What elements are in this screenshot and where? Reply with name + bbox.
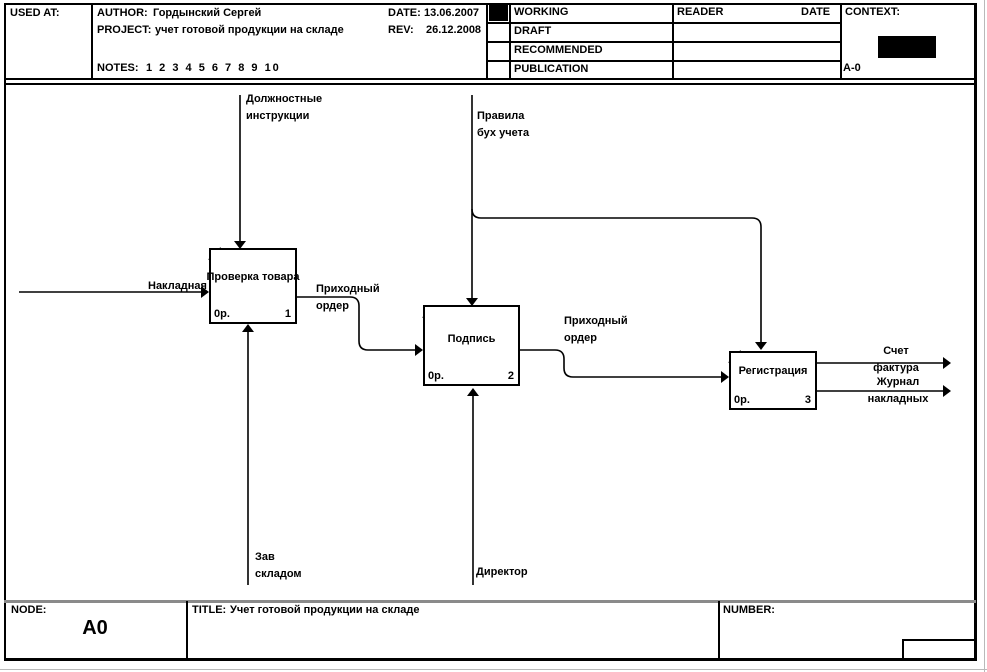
date-label: DATE: bbox=[388, 7, 421, 19]
number-stamp-box-top bbox=[902, 639, 976, 641]
activity-box-1: Проверка товара 0р. 1 bbox=[206, 248, 300, 324]
project-value: учет готовой продукции на складе bbox=[155, 24, 344, 36]
arrow-label-mechanism-director: Директор bbox=[476, 566, 528, 578]
footer-top-line bbox=[4, 600, 976, 603]
arrow-label-input-invoice: Накладная bbox=[148, 280, 207, 292]
activity-box-1-number: 1 bbox=[284, 308, 291, 320]
activity-box-3-number: 3 bbox=[804, 394, 811, 406]
window-edge-right bbox=[984, 0, 985, 672]
status-recommended: RECOMMENDED bbox=[514, 44, 603, 56]
activity-box-3-title: Регистрация bbox=[738, 365, 808, 377]
arrow-label-output-order-2: Приходный ордер bbox=[564, 315, 628, 344]
number-label: NUMBER: bbox=[723, 604, 775, 616]
arrowhead-output-order-1 bbox=[415, 344, 423, 356]
status-draft: DRAFT bbox=[514, 25, 552, 37]
context-thumbnail bbox=[878, 36, 936, 58]
header-divider-usedat bbox=[91, 3, 93, 79]
status-row-line-3 bbox=[486, 60, 842, 62]
activity-box-3-cost: 0р. bbox=[734, 394, 750, 406]
status-working: WORKING bbox=[514, 6, 569, 18]
used-at-label: USED AT: bbox=[10, 7, 60, 19]
frame-top bbox=[4, 3, 977, 5]
author-value: Гордынский Сергей bbox=[153, 7, 262, 19]
arrow-output-order-2 bbox=[520, 349, 721, 378]
arrow-label-control-rules: Правила бух учета bbox=[477, 110, 530, 139]
rev-label: REV: bbox=[388, 24, 414, 36]
activity-box-2-cost: 0р. bbox=[428, 370, 444, 382]
notes-value: 1 2 3 4 5 6 7 8 9 10 bbox=[146, 62, 281, 74]
footer-divider-number bbox=[718, 601, 720, 659]
node-value: A0 bbox=[82, 617, 108, 639]
activity-box-3: Регистрация 0р. 3 bbox=[729, 351, 817, 410]
reader-label: READER bbox=[677, 6, 724, 18]
arrow-label-output-invoice-facture: Счет фактура bbox=[873, 345, 919, 374]
arrow-output-order-1 bbox=[297, 296, 415, 351]
arrow-label-output-order-1: Приходный ордер bbox=[316, 283, 380, 312]
reader-date-label: DATE bbox=[801, 6, 831, 18]
date-value: 13.06.2007 bbox=[424, 7, 480, 19]
title-label: TITLE: bbox=[192, 604, 227, 616]
arrow-label-mechanism-storekeeper: Зав складом bbox=[255, 551, 302, 580]
node-label: NODE: bbox=[11, 604, 47, 616]
working-checkbox-filled bbox=[489, 5, 508, 21]
arrowhead-output-order-2 bbox=[721, 371, 729, 383]
author-label: AUTHOR: bbox=[97, 7, 148, 19]
arrow-label-control-check: Должностные инструкции bbox=[246, 93, 323, 122]
frame-right bbox=[974, 3, 977, 661]
project-label: PROJECT: bbox=[97, 24, 152, 36]
status-row-line-2 bbox=[486, 41, 842, 43]
arrowhead-output-invoice-facture bbox=[943, 357, 951, 369]
title-value: Учет готовой продукции на складе bbox=[230, 604, 420, 616]
activity-box-2: Подпись 0р. 2 bbox=[423, 305, 520, 386]
frame-bottom bbox=[4, 658, 977, 661]
activity-box-2-number: 2 bbox=[507, 370, 514, 382]
notes-label: NOTES: bbox=[97, 62, 139, 74]
arrowhead-control-rules bbox=[466, 298, 478, 306]
status-row-line-1 bbox=[486, 22, 842, 24]
frame-left bbox=[4, 3, 6, 661]
arrow-control-rules-branch bbox=[471, 208, 762, 342]
activity-box-1-title: Проверка товара bbox=[206, 271, 300, 283]
arrow-label-output-journal: Журнал накладных bbox=[867, 376, 929, 405]
activity-box-1-cost: 0р. bbox=[214, 308, 230, 320]
arrowhead-mechanism-storekeeper bbox=[242, 324, 254, 332]
header-bottom-line bbox=[4, 78, 976, 80]
arrowhead-output-journal bbox=[943, 385, 951, 397]
number-stamp-box-left bbox=[902, 639, 904, 659]
arrowhead-input-invoice bbox=[201, 286, 209, 298]
context-node-ref: A-0 bbox=[843, 62, 861, 74]
arrowhead-mechanism-director bbox=[467, 388, 479, 396]
arrowhead-control-rules-branch bbox=[755, 342, 767, 350]
footer-divider-node bbox=[186, 601, 188, 659]
activity-box-2-title: Подпись bbox=[447, 333, 496, 345]
context-label: CONTEXT: bbox=[845, 6, 900, 18]
rev-value: 26.12.2008 bbox=[426, 24, 482, 36]
window-edge-bottom bbox=[0, 669, 987, 670]
arrowhead-control-check bbox=[234, 241, 246, 249]
status-publication: PUBLICATION bbox=[514, 63, 589, 75]
diagram-top-line bbox=[4, 83, 976, 85]
